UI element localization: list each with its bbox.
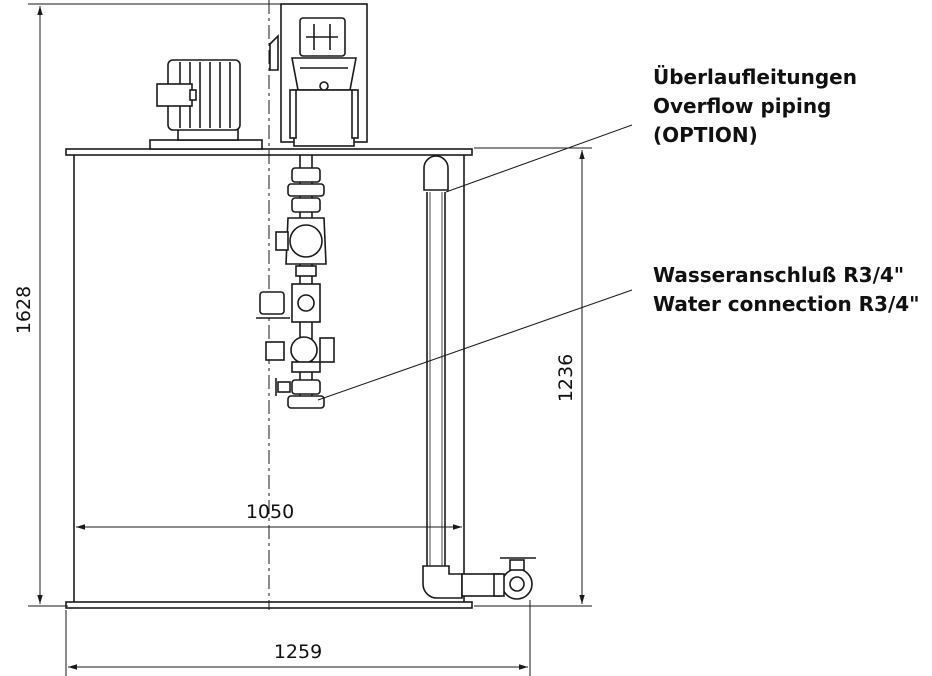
- overflow-pipe: [422, 155, 536, 600]
- overflow-leader: [445, 124, 633, 193]
- dimension-lines: [28, 3, 592, 676]
- dim-1236-label: 1236: [555, 354, 577, 402]
- water-leader: [317, 289, 633, 401]
- overflow-callout-line2: Overflow piping: [653, 94, 831, 118]
- valve-stack: [256, 155, 335, 409]
- dim-1259-label: 1259: [274, 641, 322, 663]
- water-callout-line1: Wasseranschluß R3/4": [653, 263, 904, 287]
- dim-1628-label: 1628: [13, 286, 35, 334]
- overflow-callout-line1: Überlaufleitungen: [653, 65, 857, 89]
- dim-1050-label: 1050: [246, 501, 294, 523]
- agitator-motor: [149, 59, 263, 150]
- dosing-pump: [269, 3, 368, 147]
- water-callout-line2: Water connection R3/4": [653, 292, 920, 316]
- overflow-callout-line3: (OPTION): [653, 123, 758, 147]
